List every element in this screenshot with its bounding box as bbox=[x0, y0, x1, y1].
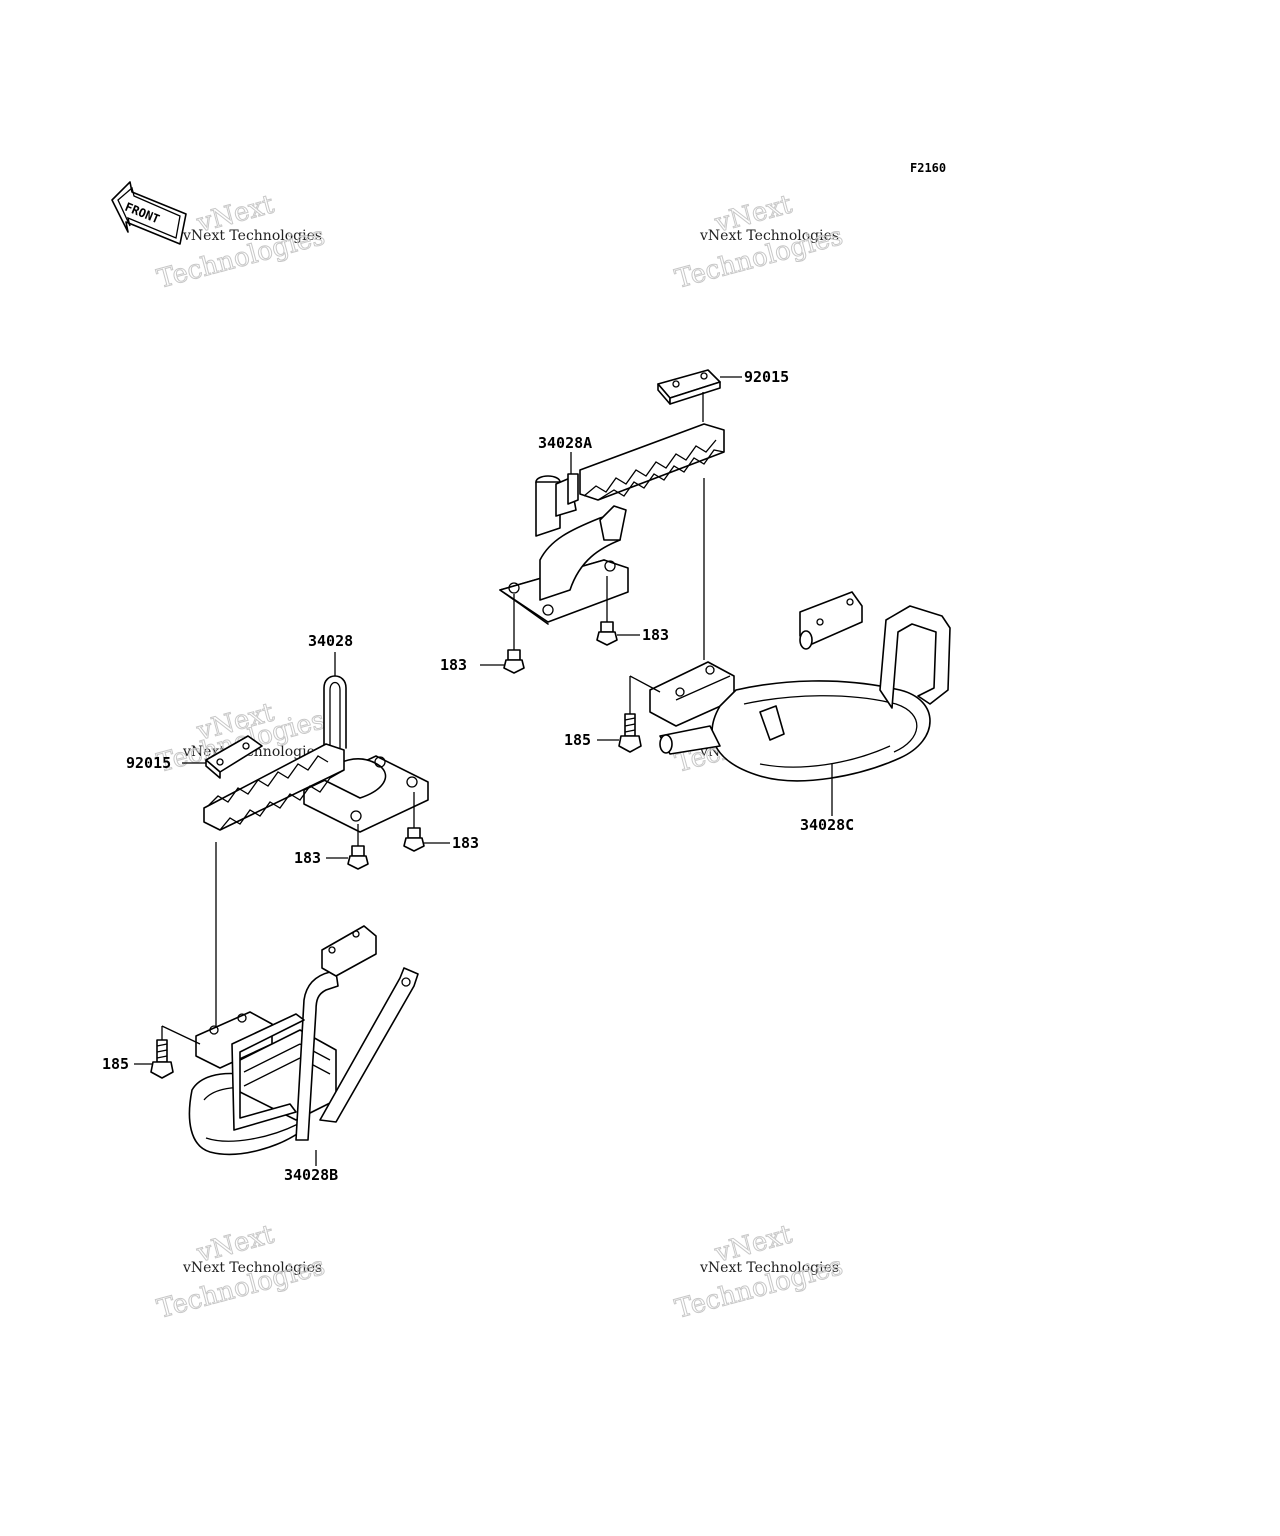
bolt-185-right bbox=[618, 713, 642, 753]
callout-34028: 34028 bbox=[308, 632, 353, 650]
callout-34028C: 34028C bbox=[800, 816, 854, 834]
callout-185-right: 185 bbox=[564, 731, 591, 749]
u-bolt-34028 bbox=[323, 675, 347, 749]
pad-92015-left bbox=[205, 735, 263, 779]
callout-183-c: 183 bbox=[294, 849, 321, 867]
pad-92015-top bbox=[657, 369, 721, 405]
callout-183-b: 183 bbox=[440, 656, 467, 674]
svg-text:vNext Technologies: vNext Technologies bbox=[182, 228, 322, 244]
bolt-183-a bbox=[596, 621, 618, 646]
footrest-34028A bbox=[499, 423, 725, 625]
watermark-bottom-right: vNext vNext Technologies Technologies bbox=[672, 1219, 847, 1325]
bolt-183-c bbox=[347, 845, 369, 870]
guard-34028B bbox=[188, 925, 419, 1156]
watermark-bottom-left: vNext vNext Technologies Technologies bbox=[154, 1219, 329, 1325]
callout-183-a: 183 bbox=[642, 626, 669, 644]
callout-92015-left: 92015 bbox=[126, 754, 171, 772]
bolt-183-d bbox=[403, 827, 425, 852]
callout-185-left: 185 bbox=[102, 1055, 129, 1073]
guard-34028C bbox=[649, 591, 951, 782]
diagram-code: F2160 bbox=[910, 161, 946, 175]
front-arrow-icon: FRONT bbox=[111, 181, 187, 245]
bolt-183-b bbox=[503, 649, 525, 674]
svg-text:vNext Technologies: vNext Technologies bbox=[182, 1260, 322, 1276]
callout-92015-top: 92015 bbox=[744, 368, 789, 386]
bolt-185-left bbox=[150, 1039, 174, 1079]
footrest-34028 bbox=[203, 743, 429, 833]
watermark-top-right: vNext vNext Technologies Technologies bbox=[672, 189, 847, 295]
svg-text:vNext Technologies: vNext Technologies bbox=[699, 228, 839, 244]
callout-34028B: 34028B bbox=[284, 1166, 338, 1184]
callout-34028A: 34028A bbox=[538, 434, 592, 452]
callout-183-d: 183 bbox=[452, 834, 479, 852]
svg-text:vNext Technologies: vNext Technologies bbox=[699, 1260, 839, 1276]
